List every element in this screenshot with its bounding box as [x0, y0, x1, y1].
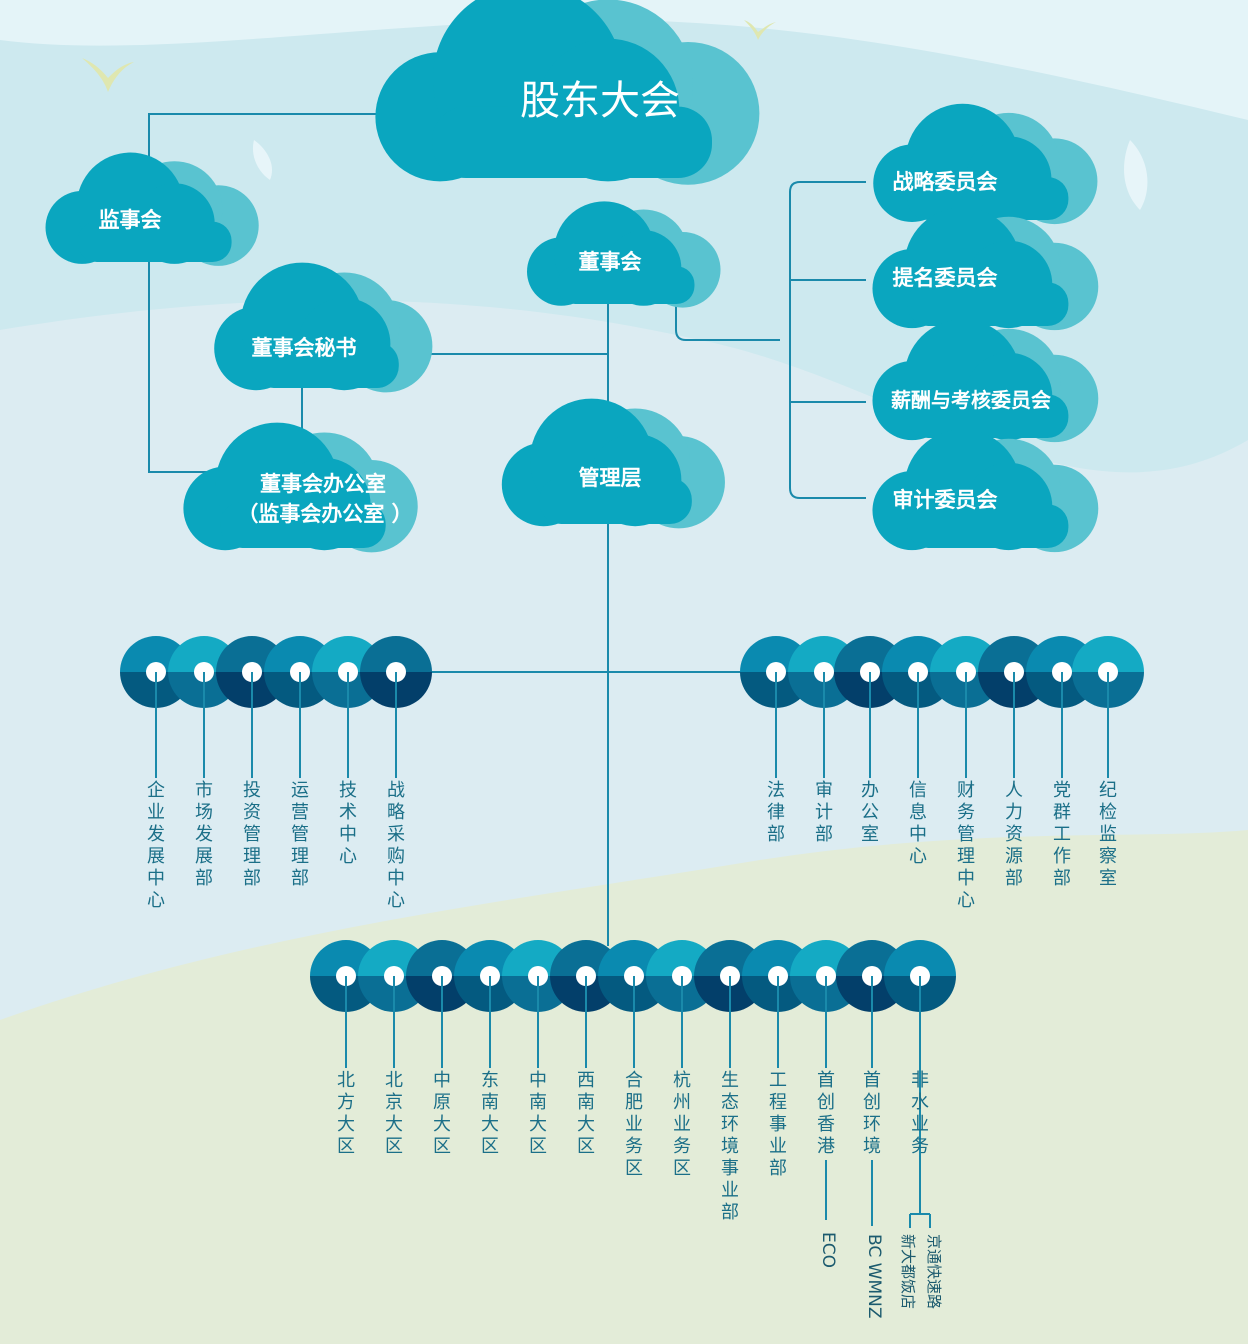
cloud-management	[501, 398, 725, 529]
right-department-label: 法律部	[767, 780, 785, 845]
nomination-committee-label: 提名委员会	[892, 266, 998, 290]
cloud-audit-committee	[872, 429, 1099, 553]
left-department-label: 市场发展部	[195, 780, 213, 889]
right-department-label: 纪检监察室	[1099, 780, 1117, 889]
region-label: 东南大区	[481, 1070, 499, 1157]
cloud-board-office	[183, 422, 418, 553]
region-label: 合肥业务区	[625, 1070, 643, 1179]
bird-icon	[82, 58, 134, 92]
board-of-directors-label: 董事会	[578, 250, 642, 274]
right-department-label: 办公室	[861, 780, 879, 845]
left-department-label: 投资管理部	[243, 780, 261, 889]
region-label: 西南大区	[577, 1070, 595, 1157]
supervisory-board-label: 监事会	[98, 208, 162, 232]
right-department-label: 审计部	[815, 780, 833, 845]
region-label: 生态环境事业部	[721, 1070, 739, 1223]
right-department-label: 党群工作部	[1053, 780, 1071, 889]
left-department-label: 技术中心	[339, 780, 357, 867]
region-label: 首创香港	[817, 1070, 835, 1157]
region-label: 中原大区	[433, 1070, 451, 1157]
right-department-label: 信息中心	[909, 780, 927, 867]
left-department-label: 运营管理部	[291, 780, 309, 889]
strategy-committee-label: 战略委员会	[892, 170, 998, 194]
cloud-board-secretary	[214, 262, 433, 393]
sub-unit-jingtong-expressway: 京通快速路	[925, 1234, 943, 1310]
cloud-shareholders	[375, 0, 760, 185]
leaf-icon	[1124, 140, 1148, 210]
remuneration-committee-label: 薪酬与考核委员会	[891, 388, 1051, 412]
region-label: 北京大区	[385, 1070, 403, 1157]
left-department-label: 企业发展中心	[147, 780, 165, 911]
cloud-supervisory	[45, 152, 259, 266]
region-label: 非水业务	[911, 1070, 929, 1157]
cloud-board	[527, 201, 721, 308]
region-label: 北方大区	[337, 1070, 355, 1157]
region-label: 工程事业部	[769, 1070, 787, 1179]
region-label: 首创环境	[863, 1070, 881, 1157]
region-label: 中南大区	[529, 1070, 547, 1157]
background-top-glow	[0, 0, 1248, 120]
management-label: 管理层	[578, 466, 642, 490]
cloud-remuneration-committee	[872, 319, 1099, 443]
right-department-label: 人力资源部	[1005, 780, 1023, 889]
shareholders-meeting-label: 股东大会	[520, 78, 680, 124]
rings-layer	[120, 636, 1144, 1068]
left-department-label: 战略采购中心	[387, 780, 405, 911]
region-label: 杭州业务区	[673, 1070, 691, 1179]
right-department-label: 财务管理中心	[957, 780, 975, 911]
leaf-icon	[252, 140, 273, 180]
board-office-label: 董事会办公室	[260, 472, 386, 496]
sub-unit-xindadu-hotel: 新大都饭店	[899, 1234, 917, 1310]
sub-unit-bc-wmnz: BC WMNZ	[864, 1234, 884, 1319]
audit-committee-label: 审计委员会	[892, 488, 998, 512]
sub-unit-eco: ECO	[818, 1232, 838, 1268]
bird-icon	[744, 20, 776, 40]
cloud-nomination-committee	[872, 207, 1099, 331]
clouds-layer	[45, 0, 1099, 553]
cloud-strategy-committee	[873, 103, 1098, 225]
supervisory-office-label: （监事会办公室 ）	[237, 502, 413, 526]
board-secretary-label: 董事会秘书	[251, 336, 357, 360]
